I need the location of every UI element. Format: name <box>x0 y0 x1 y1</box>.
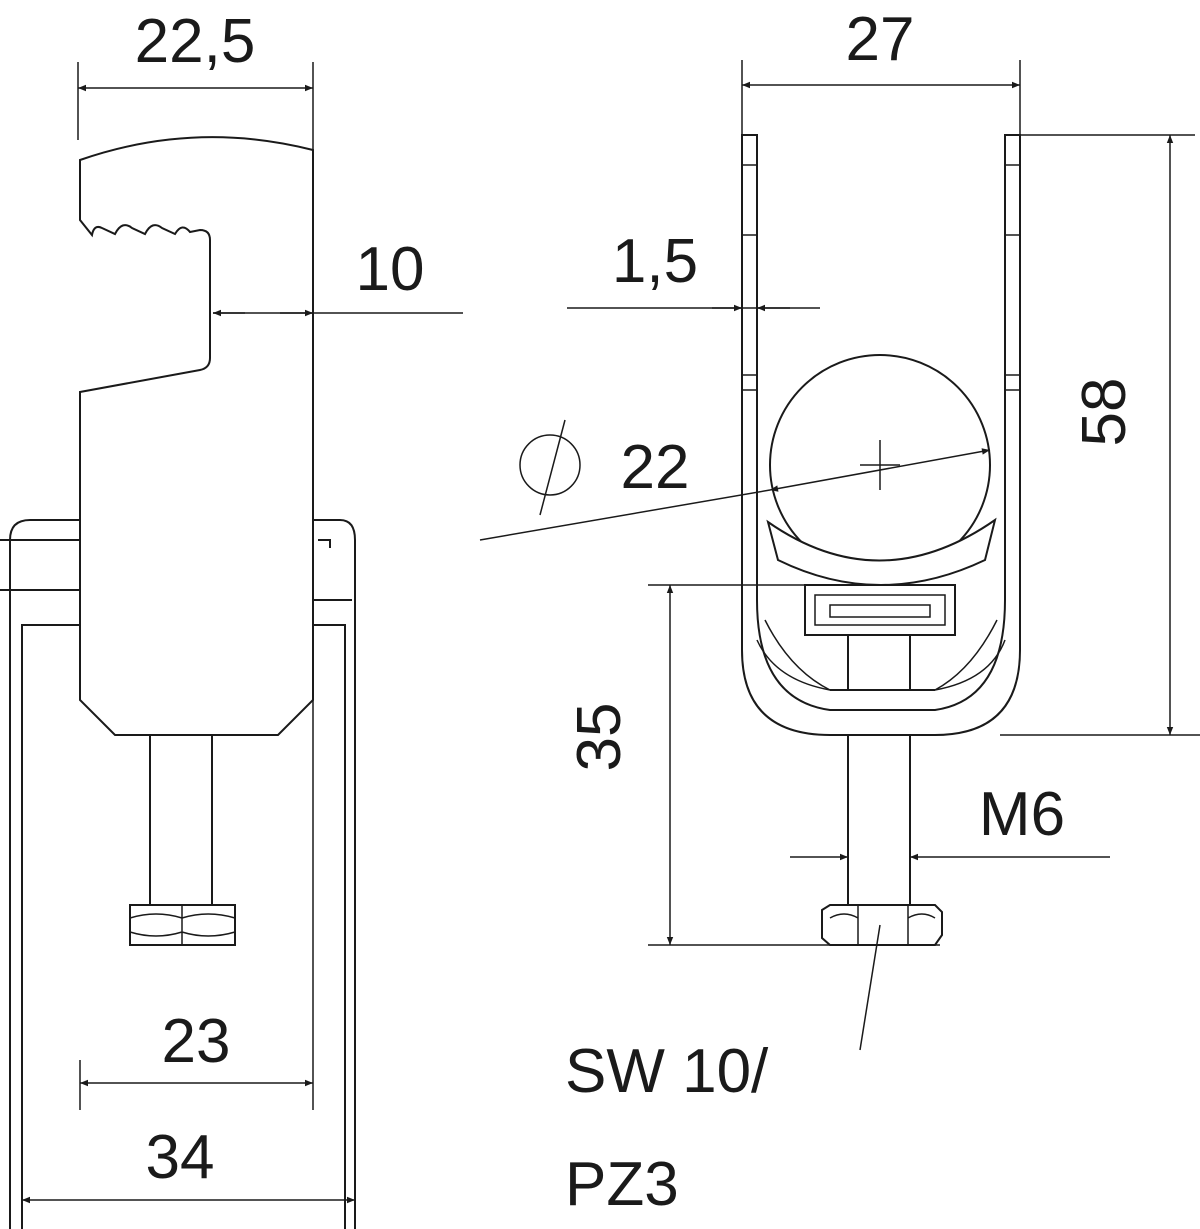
dim-label-22-5: 22,5 <box>135 7 256 76</box>
nut-side <box>129 904 236 946</box>
clamp-band <box>0 519 356 1229</box>
side-view: 22,5 10 23 34 <box>0 7 463 1229</box>
cable-saddle <box>766 517 997 691</box>
leader-wrench <box>859 924 881 1051</box>
diameter-symbol <box>519 419 581 516</box>
dim-label-23: 23 <box>162 1007 231 1076</box>
clamp-body-side <box>79 136 314 736</box>
dim-label-m6: M6 <box>979 780 1065 849</box>
label-pozidriv: PZ3 <box>565 1150 679 1219</box>
dim-label-35: 35 <box>565 703 634 772</box>
dim-label-1-5: 1,5 <box>612 227 698 296</box>
dim-label-58: 58 <box>1070 378 1139 447</box>
screw-shaft-side <box>149 735 213 905</box>
dim-leader-diameter <box>479 489 771 541</box>
front-view: 27 1,5 22 58 35 M6 SW 10/ PZ3 <box>479 5 1200 1219</box>
dim-label-27: 27 <box>846 5 915 74</box>
dim-label-34: 34 <box>146 1123 215 1192</box>
screw-shaft-front <box>847 735 911 905</box>
nut-front <box>821 904 943 946</box>
dim-label-10: 10 <box>356 235 425 304</box>
label-wrench-size: SW 10/ <box>565 1037 769 1106</box>
u-bracket <box>741 134 1021 736</box>
dim-label-diameter-22: 22 <box>621 433 690 502</box>
